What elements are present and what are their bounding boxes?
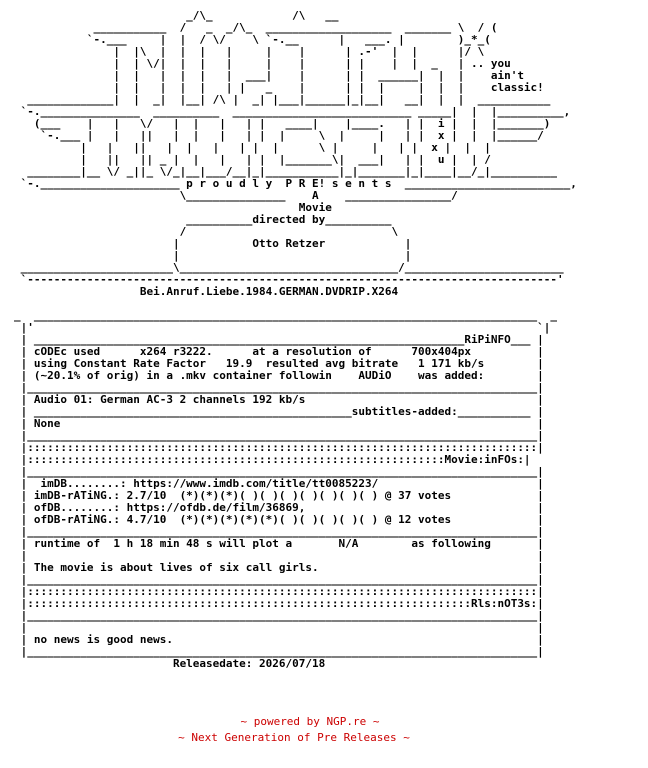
powered-by-text: ~ powered by NGP.re ~ (240, 715, 380, 728)
nfo-line: |_______________________________________… (14, 609, 544, 622)
nfo-text: _/\_ /\ __ ___________ / _ _/\_ ________… (14, 10, 642, 670)
nfo-line: | | \/| | | | | | | | | | _ | .. you (14, 57, 511, 70)
nfo-line: | using Constant Rate Factor 19.9 result… (14, 357, 544, 370)
pre-releases-tagline: ~ Next Generation of Pre Releases ~ (178, 731, 410, 744)
nfo-line: | ______________________________________… (14, 333, 544, 346)
nfo-line: `---------------------------------------… (14, 273, 564, 286)
nfo-line: `-._______________ __________ __________… (14, 105, 571, 118)
nfo-line: | ______________________________________… (14, 405, 544, 418)
nfo-line: `-.___ | | / \/ \ `-.__ | ___. | )_*_( (14, 33, 491, 46)
nfo-line: | | || | | | | | | \ | | | | x | | | (14, 141, 491, 154)
nfo-line: | Audio 01: German AC-3 2 channels 192 k… (14, 393, 544, 406)
nfo-line: _______________________\________________… (14, 261, 564, 274)
nfo-line: |:::::::::::::::::::::::::::::::::::::::… (14, 585, 544, 598)
nfo-line: Movie (14, 201, 332, 214)
nfo-line: | no news is good news. | (14, 633, 544, 646)
nfo-line: |_______________________________________… (14, 429, 544, 442)
nfo-line: \_______________ A ________________/ (14, 189, 458, 202)
nfo-line: | Otto Retzer | (14, 237, 412, 250)
nfo-line: | | (14, 621, 544, 634)
nfo-line: |:::::::::::::::::::::::::::::::::::::::… (14, 453, 531, 466)
nfo-line: | | (14, 549, 544, 562)
nfo-line: | | (14, 249, 412, 262)
nfo-line: _ ______________________________________… (14, 309, 558, 322)
nfo-line: `-.___ | | || | | | | | | \ | | | | x | … (14, 129, 544, 142)
nfo-line: | | | | | | ___| | | | ______| | | ain't (14, 69, 524, 82)
nfo-line: _/\_ /\ __ (14, 9, 339, 22)
nfo-line: |:::::::::::::::::::::::::::::::::::::::… (14, 597, 544, 610)
nfo-line: |_______________________________________… (14, 573, 544, 586)
nfo-line: `-._____________________ p r o u d l y P… (14, 177, 577, 190)
nfo-line: Releasedate: 2026/07/18 (14, 657, 326, 670)
nfo-line: | cODEc used x264 r3222. at a resolution… (14, 345, 544, 358)
nfo-line: Bei.Anruf.Liebe.1984.GERMAN.DVDRIP.X264 (14, 285, 399, 298)
nfo-line: |_______________________________________… (14, 525, 544, 538)
nfo-line: | || || _ | | | | | |_______\| ___| | | … (14, 153, 491, 166)
nfo-line: | |\ | | | | | | | .-' | | |/ \ (14, 45, 485, 58)
nfo-line: (___ | | \/ | | | | | ____| |____. | | i… (14, 117, 551, 130)
nfo-line: | (~20.1% of orig) in a .mkv container f… (14, 369, 544, 382)
nfo-line: | None | (14, 417, 544, 430)
nfo-line: | imDB........: https://www.imdb.com/tit… (14, 477, 544, 490)
nfo-line: | runtime of 1 h 18 min 48 s will plot a… (14, 537, 544, 550)
nfo-line: ________|__ \/ _||_ \/_|__|___/__|_|____… (14, 165, 558, 178)
nfo-line: | ofDB........: https://ofdb.de/film/368… (14, 501, 544, 514)
nfo-line: ___________ / _ _/\_ ___________________… (14, 21, 498, 34)
nfo-line: |' `| (14, 321, 551, 334)
nfo-line: __________directed by__________ (14, 213, 392, 226)
nfo-line: | imDB-rATiNG.: 2.7/10 (*)(*)(*)( )( )( … (14, 489, 544, 502)
nfo-line: |_______________________________________… (14, 381, 544, 394)
nfo-line: |:::::::::::::::::::::::::::::::::::::::… (14, 441, 544, 454)
nfo-line: | ofDB-rATiNG.: 4.7/10 (*)(*)(*)(*)(*)( … (14, 513, 544, 526)
nfo-line: |_______________________________________… (14, 465, 544, 478)
nfo-line: | | | | | | | _ | | | | | | | classic! (14, 81, 544, 94)
nfo-line: |_______________________________________… (14, 645, 544, 658)
nfo-line: / \ (14, 225, 399, 238)
nfo-line: _____________| | _| |__| /\ | _| |___|__… (14, 93, 551, 106)
nfo-line: | The movie is about lives of six call g… (14, 561, 544, 574)
